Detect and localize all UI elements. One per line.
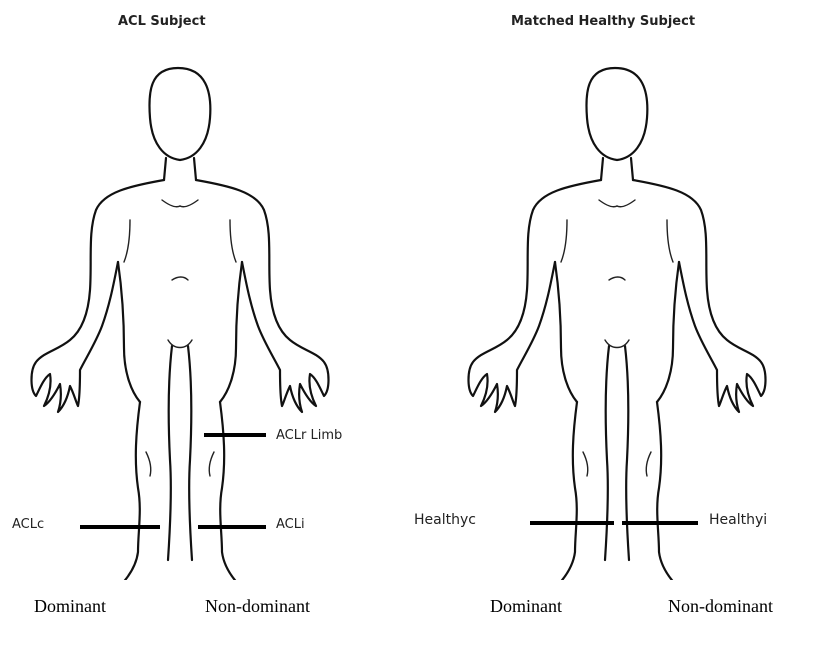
healthyi-label: Healthyi — [709, 512, 767, 528]
left-dominant-label: Dominant — [34, 596, 106, 617]
aclr-limb-label: ACLr Limb — [276, 428, 342, 443]
healthyc-pointer — [530, 521, 614, 525]
right-dominant-label: Dominant — [490, 596, 562, 617]
right-body-figure — [432, 40, 822, 580]
left-non-dominant-label: Non-dominant — [205, 596, 310, 617]
left-body-figure — [0, 40, 380, 580]
acli-pointer — [198, 525, 266, 529]
left-panel-title: ACL Subject — [118, 14, 206, 29]
right-non-dominant-label: Non-dominant — [668, 596, 773, 617]
acli-label: ACLi — [276, 517, 305, 532]
aclc-label: ACLc — [12, 517, 44, 532]
healthyc-label: Healthyc — [414, 512, 476, 528]
aclc-pointer — [80, 525, 160, 529]
right-panel-title: Matched Healthy Subject — [511, 14, 695, 29]
aclr-limb-pointer — [204, 433, 266, 437]
healthyi-pointer — [622, 521, 698, 525]
